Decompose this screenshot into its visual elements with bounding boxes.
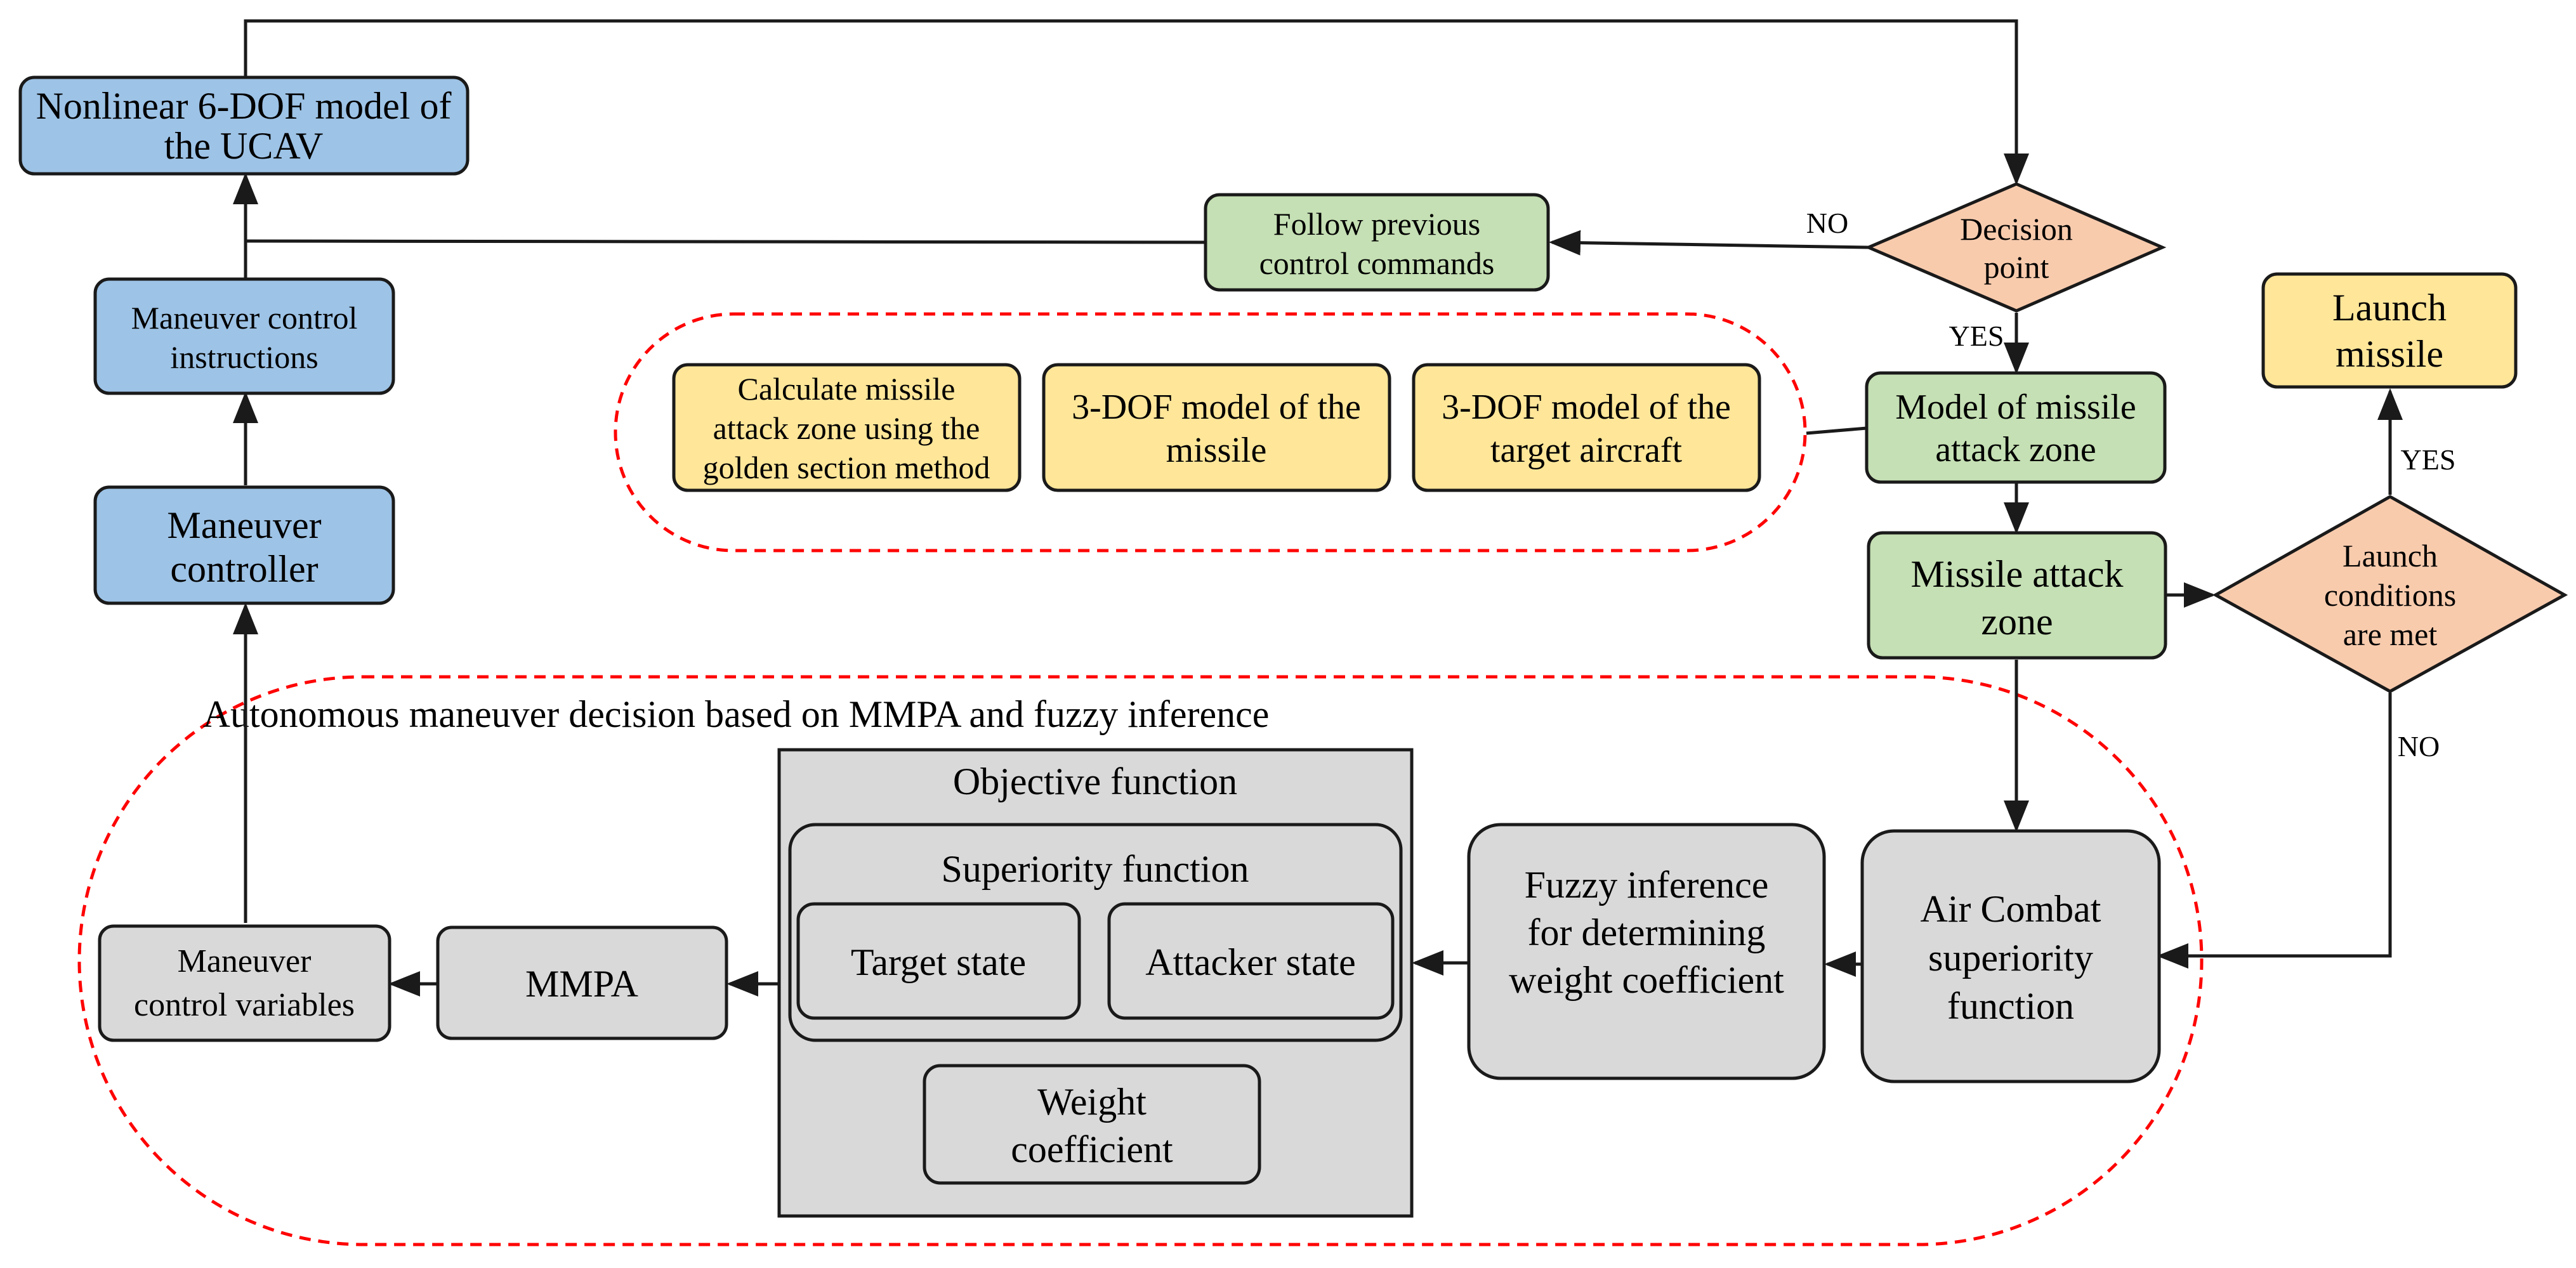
- node-target-state: Target state: [796, 902, 1081, 1020]
- svg-text:Target state: Target state: [851, 941, 1026, 983]
- edge-decision-no: [1549, 230, 1869, 256]
- svg-text:Objective function: Objective function: [953, 761, 1237, 802]
- node-mmpa: MMPA: [436, 925, 728, 1040]
- autonomous-decision-group-title: Autonomous maneuver decision based on MM…: [203, 693, 1270, 735]
- edge-follow-to-column: [245, 239, 1206, 244]
- edge-launch-no: [2157, 693, 2392, 969]
- edge-label-no-decision: NO: [1806, 207, 1848, 239]
- edge-label-yes-launch: YES: [2401, 443, 2456, 476]
- edge-group-to-model: [1806, 426, 1867, 435]
- node-attacker-state: Attacker state: [1107, 902, 1395, 1020]
- edge-label-no-launch: NO: [2398, 730, 2440, 762]
- svg-text:Superiority function: Superiority function: [942, 848, 1249, 890]
- attack-zone-group-outline: [614, 312, 1807, 552]
- svg-text:MMPA: MMPA: [525, 963, 638, 1005]
- edge-label-yes-decision: YES: [1949, 320, 2004, 352]
- autonomous-decision-group-outline: [77, 675, 2204, 1246]
- edge-loop-to-decision: [244, 19, 2029, 185]
- connectors: [233, 19, 2403, 997]
- svg-text:Attacker state: Attacker state: [1145, 941, 1356, 983]
